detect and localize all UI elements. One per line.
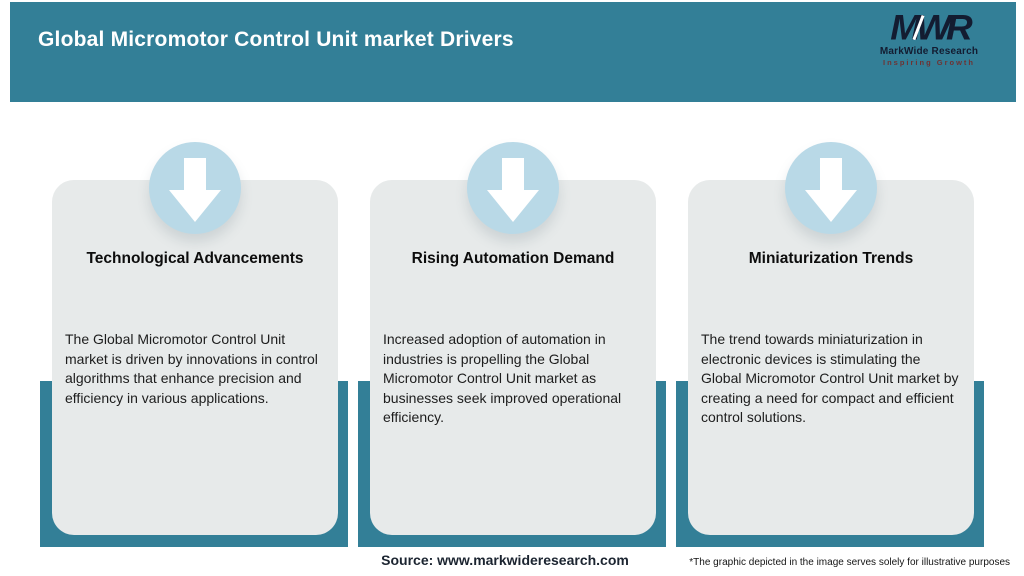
logo-monogram-text: MWR — [890, 8, 972, 48]
down-arrow-icon — [467, 142, 559, 234]
card-title: Rising Automation Demand — [411, 250, 615, 267]
card-description: Increased adoption of automation in indu… — [383, 331, 622, 425]
driver-card-miniaturization-trends: Miniaturization Trends The trend towards… — [688, 180, 974, 535]
logo-monogram: MWR — [890, 8, 972, 48]
header-bar: Global Micromotor Control Unit market Dr… — [10, 2, 1016, 102]
disclaimer-text: *The graphic depicted in the image serve… — [689, 557, 1010, 568]
brand-logo: MWR MarkWide Research Inspiring Growth — [864, 8, 994, 67]
source-text: Source: www.markwideresearch.com — [381, 552, 629, 568]
logo-name: MarkWide Research — [879, 46, 979, 57]
driver-card-rising-automation-demand: Rising Automation Demand Increased adopt… — [370, 180, 656, 535]
page-title: Global Micromotor Control Unit market Dr… — [38, 28, 514, 51]
card-description: The trend towards miniaturization in ele… — [701, 331, 959, 425]
down-arrow-icon — [149, 142, 241, 234]
driver-card-technological-advancements: Technological Advancements The Global Mi… — [52, 180, 338, 535]
card-title: Technological Advancements — [86, 250, 304, 267]
down-arrow-icon — [785, 142, 877, 234]
card-description: The Global Micromotor Control Unit marke… — [65, 331, 318, 406]
card-title: Miniaturization Trends — [748, 250, 914, 267]
logo-tagline: Inspiring Growth — [883, 58, 975, 67]
